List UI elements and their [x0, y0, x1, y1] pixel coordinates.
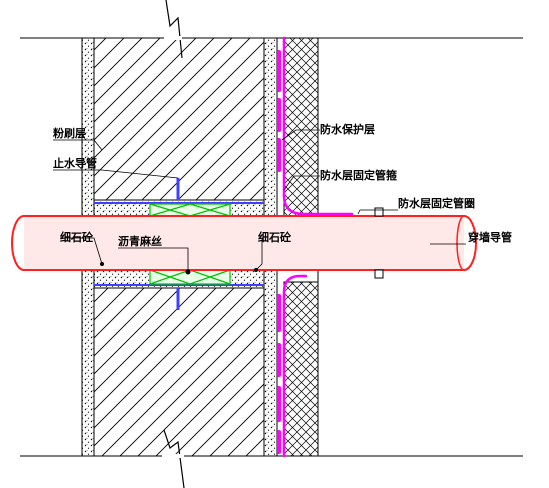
- label-wall-penetration-pipe: 穿墙导管: [468, 230, 512, 244]
- fixing-ring-upper: [374, 207, 384, 217]
- label-plaster-layer: 粉刷层: [53, 126, 86, 140]
- label-fine-stone-concrete-right: 细石砼: [258, 230, 292, 244]
- waterproof-membrane: [277, 36, 354, 458]
- label-asphalt-hemp: 沥青麻丝: [118, 234, 162, 248]
- wall-hatch-lower: [93, 287, 265, 457]
- label-stop-water-pipe: 止水导管: [53, 156, 97, 170]
- wall-hatch-upper: [93, 37, 265, 201]
- wall-penetration-pipe: [11, 215, 477, 271]
- label-fine-stone-concrete-left: 细石砼: [60, 230, 94, 244]
- asphalt-hemp-packing: [149, 203, 231, 285]
- label-waterproof-fixing-hoop: 防水层固定管箍: [320, 168, 397, 182]
- protection-layer-lower: [283, 281, 319, 457]
- label-waterproof-protection-layer: 防水保护层: [320, 122, 375, 136]
- break-line-bottom: [163, 429, 185, 488]
- fixing-ring-lower: [374, 269, 384, 279]
- label-waterproof-fixing-ring: 防水层固定管圈: [398, 196, 475, 210]
- protection-layer-upper: [283, 37, 319, 217]
